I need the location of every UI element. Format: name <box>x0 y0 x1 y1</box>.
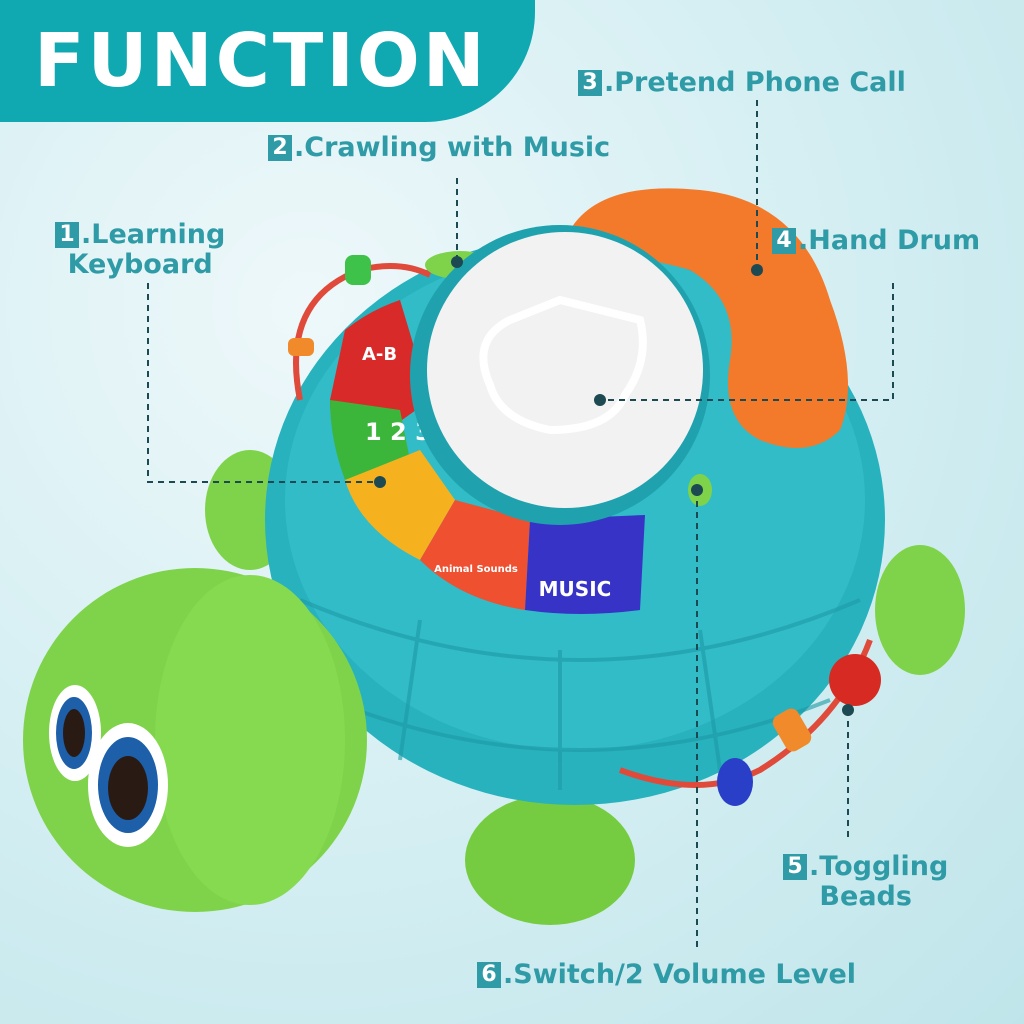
head-side <box>155 575 345 905</box>
key-music <box>525 515 645 614</box>
feature-number: 6 <box>477 962 501 988</box>
feature-crawling: 2.Crawling with Music <box>268 133 610 163</box>
feature-label: .Learning <box>81 219 226 250</box>
back-right-foot <box>875 545 965 675</box>
title-banner <box>0 0 535 122</box>
page-title: FUNCTION <box>34 18 488 104</box>
drum-star-pattern <box>479 295 647 435</box>
bead-gear <box>829 654 881 706</box>
bead <box>772 708 812 752</box>
feature-label: .Hand Drum <box>798 225 981 256</box>
feature-number: 5 <box>783 854 807 880</box>
key-moon <box>345 450 455 560</box>
feature-label: .Toggling <box>809 851 949 882</box>
bead <box>288 338 314 356</box>
front-foot <box>465 795 635 925</box>
feature-label: .Crawling with Music <box>294 132 611 163</box>
key-animal <box>420 500 530 610</box>
bead <box>345 255 371 285</box>
feature-hand-drum: 4.Hand Drum <box>772 226 980 256</box>
feature-volume-switch: 6.Switch/2 Volume Level <box>477 960 856 990</box>
feature-phone-call: 3.Pretend Phone Call <box>578 68 906 98</box>
feature-label-line2: Keyboard <box>67 249 213 280</box>
feature-learning-keyboard: 1.Learning Keyboard <box>55 220 225 280</box>
bead <box>717 758 753 806</box>
feature-label: .Pretend Phone Call <box>604 67 906 98</box>
hand-drum <box>427 232 703 508</box>
key-music-label: MUSIC <box>539 577 612 601</box>
key-ab-label: A-B <box>362 344 397 365</box>
key-animal-label: Animal Sounds <box>434 564 518 575</box>
feature-label-line2: Beads <box>819 881 912 912</box>
feature-number: 4 <box>772 228 796 254</box>
feature-toggling-beads: 5.Toggling Beads <box>783 852 948 912</box>
feature-number: 1 <box>55 222 79 248</box>
feature-label: .Switch/2 Volume Level <box>503 959 857 990</box>
callout-lines <box>147 100 894 950</box>
feature-number: 2 <box>268 135 292 161</box>
key-123 <box>330 400 410 480</box>
feature-number: 3 <box>578 70 602 96</box>
